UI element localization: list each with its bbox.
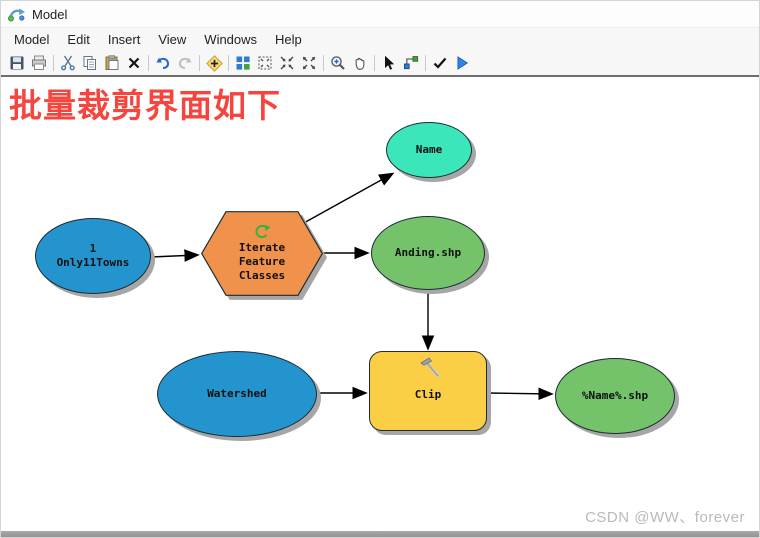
- connector-arrows: [150, 172, 554, 401]
- select-icon[interactable]: [378, 52, 400, 74]
- menu-edit[interactable]: Edit: [67, 32, 90, 47]
- node-iterate-label: Iterate Feature Classes: [238, 241, 286, 282]
- validate-icon[interactable]: [429, 52, 451, 74]
- fit-to-window-icon[interactable]: [254, 52, 276, 74]
- arrow-only11towns-to-iterate: [150, 249, 200, 262]
- delete-icon[interactable]: [123, 52, 145, 74]
- copy-icon[interactable]: [79, 52, 101, 74]
- toolbar-separator: [228, 55, 229, 71]
- node-iterate-feature-classes[interactable]: Iterate Feature Classes: [201, 211, 323, 296]
- menu-view[interactable]: View: [158, 32, 187, 47]
- window-bottom-edge: [1, 531, 759, 537]
- save-icon[interactable]: [6, 52, 28, 74]
- node-name-label: Name: [415, 143, 443, 157]
- node-watershed-label: Watershed: [207, 387, 267, 401]
- node-anding-shp[interactable]: Anding.shp: [371, 216, 485, 290]
- cut-icon[interactable]: [57, 52, 79, 74]
- fixed-zoom-in-icon[interactable]: [276, 52, 298, 74]
- toolbar-separator: [425, 55, 426, 71]
- loop-icon: [255, 224, 271, 239]
- title-bar: Model: [1, 1, 759, 27]
- connect-icon[interactable]: [400, 52, 422, 74]
- toolbar-separator: [199, 55, 200, 71]
- toolbar-separator: [148, 55, 149, 71]
- toolbar-separator: [374, 55, 375, 71]
- auto-layout-icon[interactable]: [232, 52, 254, 74]
- node-anding-label: Anding.shp: [394, 246, 462, 260]
- menu-bar: Model Edit Insert View Windows Help: [1, 27, 759, 51]
- node-output-label: %Name%.shp: [581, 389, 649, 403]
- toolbar-separator: [53, 55, 54, 71]
- model-canvas[interactable]: 批量裁剪界面如下 1 Only11Towns: [1, 77, 759, 531]
- node-watershed[interactable]: Watershed: [157, 351, 317, 437]
- csdn-watermark: CSDN @WW、forever: [585, 509, 745, 526]
- hammer-icon: [420, 357, 440, 378]
- add-data-icon[interactable]: [203, 52, 225, 74]
- run-icon[interactable]: [451, 52, 473, 74]
- menu-windows[interactable]: Windows: [204, 32, 258, 47]
- menu-help[interactable]: Help: [275, 32, 302, 47]
- arrow-clip-to-output: [487, 387, 554, 401]
- menu-insert[interactable]: Insert: [107, 32, 141, 47]
- menu-model[interactable]: Model: [14, 32, 50, 47]
- arrow-iterate-to-name: [301, 172, 395, 225]
- window-title: Model: [32, 6, 68, 22]
- node-clip[interactable]: Clip: [369, 351, 487, 431]
- zoom-magnifier-icon[interactable]: [327, 52, 349, 74]
- undo-icon[interactable]: [152, 52, 174, 74]
- node-only11towns-label: 1 Only11Towns: [56, 242, 130, 269]
- redo-icon[interactable]: [174, 52, 196, 74]
- paste-icon[interactable]: [101, 52, 123, 74]
- node-clip-label: Clip: [414, 388, 442, 402]
- toolbar-separator: [323, 55, 324, 71]
- pan-icon[interactable]: [349, 52, 371, 74]
- print-icon[interactable]: [28, 52, 50, 74]
- node-name[interactable]: Name: [386, 122, 472, 178]
- node-only11towns[interactable]: 1 Only11Towns: [35, 218, 151, 294]
- fixed-zoom-out-icon[interactable]: [298, 52, 320, 74]
- toolbar: [1, 51, 759, 77]
- annotation-heading: 批量裁剪界面如下: [9, 87, 281, 124]
- hexagon-shape: [201, 211, 323, 296]
- modelbuilder-app-icon: [8, 8, 25, 22]
- node-name-shp-output[interactable]: %Name%.shp: [555, 358, 675, 434]
